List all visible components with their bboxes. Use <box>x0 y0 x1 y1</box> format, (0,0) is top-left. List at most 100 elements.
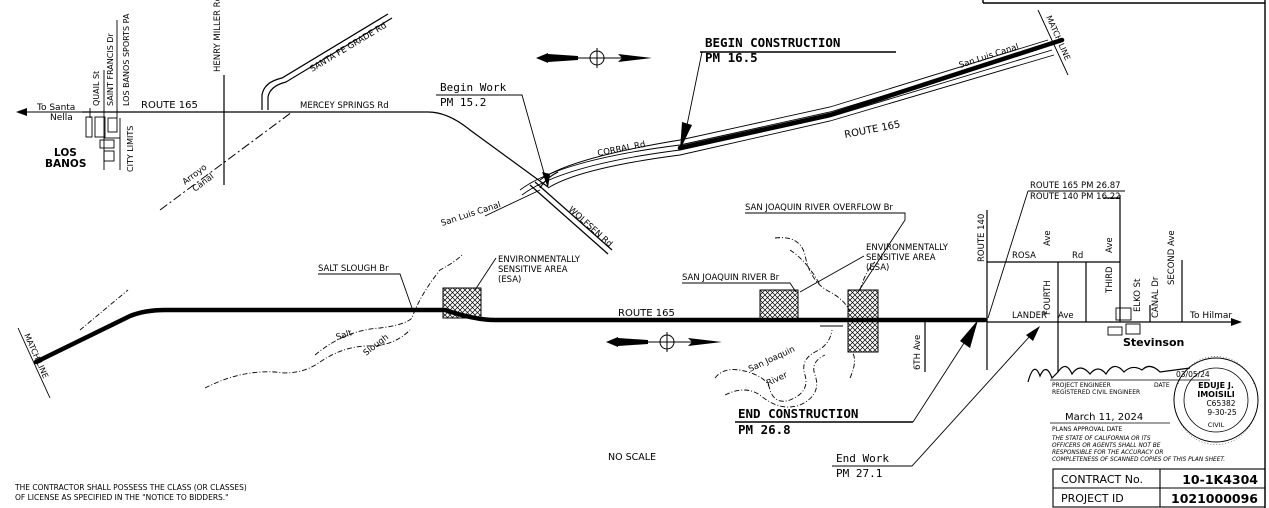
san-joaquin-river-label-1: San Joaquin <box>747 344 797 374</box>
begin-construction-label: BEGIN CONSTRUCTION <box>705 35 840 50</box>
match-line-top <box>1037 9 1069 76</box>
esa-right-label-3: (ESA) <box>866 263 889 273</box>
henry-miller-label: HENRY MILLER Rd <box>213 0 223 72</box>
canal-dr-label: CANAL Dr <box>1151 276 1161 318</box>
salt-slough-label-2: Slough <box>362 333 391 359</box>
begin-construction-pm: PM 16.5 <box>705 50 758 65</box>
seal-discipline: CIVIL <box>1208 421 1225 429</box>
san-joaquin-river-label-2: River <box>765 370 790 389</box>
approval-label: PLANS APPROVAL DATE <box>1052 426 1122 433</box>
disclaimer-2: OFFICERS OR AGENTS SHALL NOT BE <box>1052 443 1161 449</box>
third-ave-suffix: Ave <box>1105 237 1115 253</box>
contract-value: 10-1K4304 <box>1182 472 1258 487</box>
to-santa-nella-label-2: Nella <box>50 113 73 123</box>
elko-st-label: ELKO St <box>1133 278 1143 312</box>
title-block: CONTRACT No. 10-1K4304 PROJECT ID 102100… <box>1052 468 1266 508</box>
end-work-label: End Work <box>836 452 889 465</box>
salt-slough-br-label: SALT SLOUGH Br <box>318 264 389 274</box>
seal-number: C65382 <box>1206 399 1235 408</box>
role-line-2: REGISTERED CIVIL ENGINEER <box>1052 389 1140 396</box>
overflow-br-label: SAN JOAQUIN RIVER OVERFLOW Br <box>745 203 893 213</box>
seal-exp: 9-30-25 <box>1207 408 1236 417</box>
begin-construction-leader <box>685 51 703 131</box>
lander-ave-label: Ave <box>1058 311 1074 321</box>
no-scale-label: NO SCALE <box>608 452 656 463</box>
esa-left-area <box>442 287 482 319</box>
los-banos-sports-label: LOS BANOS SPORTS PA <box>122 13 131 106</box>
san-joaquin-river <box>774 237 851 313</box>
contract-label: CONTRACT No. <box>1061 473 1143 486</box>
san-luis-canal-sw-label: San Luis Canal <box>440 200 502 229</box>
signature-date: 03/05/24 <box>1176 370 1210 379</box>
route-165-south-label: ROUTE 165 <box>618 308 675 319</box>
sixth-ave-label: 6TH Ave <box>913 335 923 370</box>
end-construction-pm: PM 26.8 <box>738 422 791 437</box>
overflow-br-esa-area <box>847 289 879 353</box>
construction-line-north <box>677 37 1065 151</box>
disclaimer-3: RESPONSIBLE FOR THE ACCURACY OR <box>1052 450 1163 456</box>
role-line-1: PROJECT ENGINEER <box>1052 382 1111 389</box>
engineer-signature <box>1027 365 1191 383</box>
stevinson-label: Stevinson <box>1123 336 1184 349</box>
sheet-border <box>982 0 1266 508</box>
second-label: SECOND <box>1167 248 1177 285</box>
project-label: PROJECT ID <box>1061 492 1124 505</box>
to-hilmar-label: To Hilmar <box>1189 311 1232 321</box>
disclaimer-1: THE STATE OF CALIFORNIA OR ITS <box>1052 436 1151 442</box>
begin-work-label: Begin Work <box>440 81 507 94</box>
esa-left-label-2: SENSITIVE AREA <box>498 265 568 275</box>
santa-fe-grade-road <box>261 13 389 110</box>
to-santa-nella-label-1: To Santa <box>36 103 75 113</box>
los-banos-label-1: LOS <box>54 147 77 159</box>
route-140-pm-label: ROUTE 140 PM 16.22 <box>1030 192 1121 202</box>
esa-left-label-3: (ESA) <box>498 275 521 285</box>
second-ave-suffix: Ave <box>1167 230 1177 246</box>
salt-slough-label-1: Salt <box>335 328 354 343</box>
wolfsen-road <box>529 184 609 255</box>
route-140-label: ROUTE 140 <box>977 214 987 262</box>
arroyo-canal <box>159 111 293 211</box>
esa-right-label-1: ENVIRONMENTALLY <box>866 243 949 253</box>
mercey-springs-label: MERCEY SPRINGS Rd <box>300 101 389 111</box>
route-165-west-label: ROUTE 165 <box>141 100 198 111</box>
route-165-ne-label: ROUTE 165 <box>843 119 901 141</box>
disclaimer-4: COMPLETENESS OF SCANNED COPIES OF THIS P… <box>1052 457 1225 463</box>
route-165-west-road <box>82 111 549 188</box>
match-line-bottom <box>17 327 51 399</box>
quail-st-label: QUAIL St <box>92 71 101 106</box>
san-luis-canal-sw <box>484 189 541 217</box>
west-arrow <box>16 108 82 116</box>
esa-left-label-1: ENVIRONMENTALLY <box>498 255 581 265</box>
santa-fe-grade-label: SANTA FE GRADE Rd <box>308 21 388 75</box>
third-label: THIRD <box>1105 266 1115 294</box>
contractor-note-2: OF LICENSE AS SPECIFIED IN THE "NOTICE T… <box>15 493 229 502</box>
san-joaquin-river-br-label: SAN JOAQUIN RIVER Br <box>682 273 780 283</box>
end-work-pm: PM 27.1 <box>836 467 882 480</box>
signature-block: 03/05/24 DATE PROJECT ENGINEER REGISTERE… <box>1027 365 1225 463</box>
construction-line-south <box>33 307 988 365</box>
begin-work-pm: PM 15.2 <box>440 96 486 109</box>
fourth-ave-suffix: Ave <box>1043 230 1053 246</box>
north-arrow-bottom <box>606 332 722 352</box>
approval-date: March 11, 2024 <box>1065 412 1143 423</box>
salt-slough-river <box>314 254 463 356</box>
top-map: To Santa Nella LOS BANOS QUAIL St SAINT … <box>16 0 1072 255</box>
end-construction-leader <box>912 339 967 423</box>
city-limits-label: CITY LIMITS <box>126 126 135 172</box>
saint-francis-label: SAINT FRANCIS Dr <box>106 33 115 106</box>
wolfsen-rd-label: WOLFSEN Rd <box>566 205 614 250</box>
stevinson-grid <box>986 195 1242 372</box>
san-joaquin-river-br-area <box>759 289 799 321</box>
route-165-pm-label: ROUTE 165 PM 26.87 <box>1030 181 1121 191</box>
end-work-leader <box>832 335 1031 467</box>
lander-label: LANDER <box>1012 311 1047 321</box>
begin-work-leader <box>436 94 547 181</box>
rosa-label: ROSA <box>1012 251 1036 261</box>
seal-name-2: IMOISILI <box>1197 390 1235 399</box>
north-arrow-top <box>536 48 652 68</box>
esa-right-label-2: SENSITIVE AREA <box>866 253 936 263</box>
los-banos-label-2: BANOS <box>45 158 86 170</box>
end-construction-label: END CONSTRUCTION <box>738 406 858 421</box>
rosa-rd-label: Rd <box>1072 251 1083 261</box>
